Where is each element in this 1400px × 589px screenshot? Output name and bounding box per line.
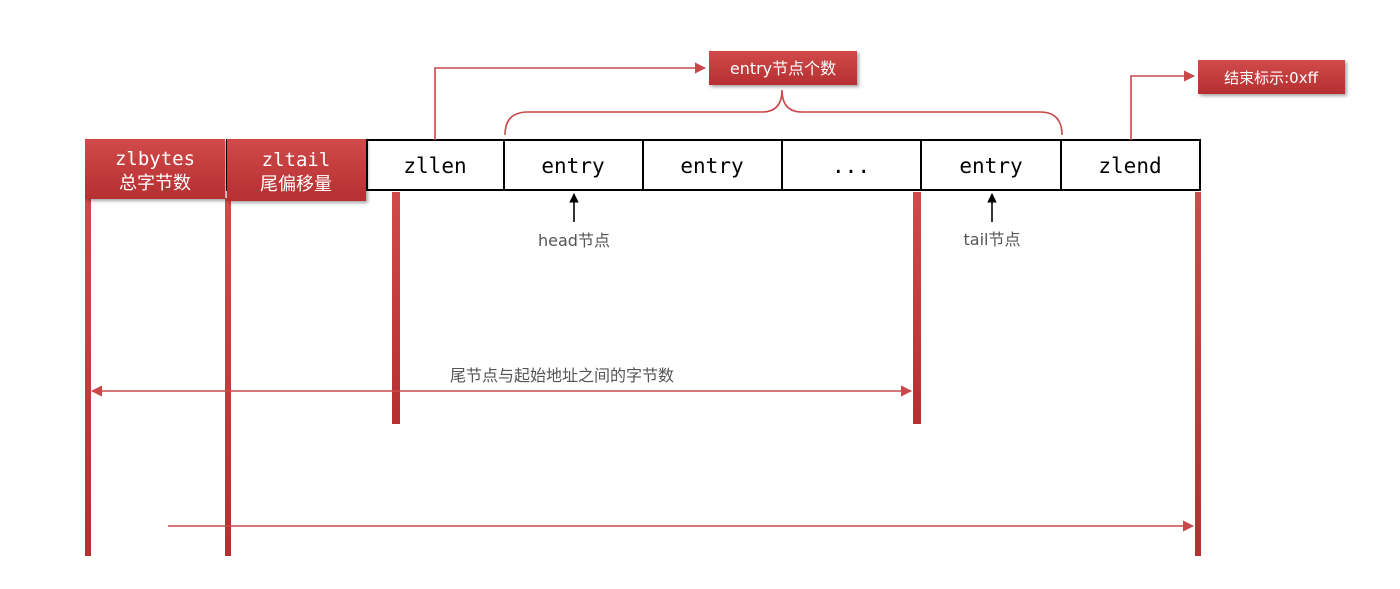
entries-brace bbox=[504, 89, 1063, 136]
cell-entry-head: entry bbox=[541, 154, 604, 178]
cell-zlend: zlend bbox=[1098, 154, 1161, 178]
cell-zltail-sublabel: 尾偏移量 bbox=[260, 174, 332, 195]
cell-zlbytes-bg bbox=[85, 139, 225, 199]
marker-line-zlbytes bbox=[85, 198, 91, 556]
head-label: head节点 bbox=[538, 231, 610, 250]
tail-label: tail节点 bbox=[964, 230, 1021, 249]
cell-entry: entry bbox=[680, 154, 743, 178]
cell-zlbytes-sublabel: 总字节数 bbox=[119, 173, 191, 194]
cell-zltail-bg bbox=[227, 139, 366, 201]
ziplist-box-outline bbox=[226, 139, 1201, 191]
cell-zlbytes: zlbytes 总字节数 bbox=[85, 139, 225, 199]
entry-count-callout: entry节点个数 bbox=[709, 51, 857, 85]
marker-line-zlend bbox=[1195, 192, 1201, 556]
marker-line-zltail bbox=[225, 198, 231, 556]
end-marker-callout-bg bbox=[1198, 60, 1345, 94]
zllen-connector bbox=[434, 62, 707, 140]
cell-ellipsis: ... bbox=[832, 154, 870, 178]
entry-count-callout-text: entry节点个数 bbox=[730, 59, 836, 78]
cell-zltail-label: zltail bbox=[262, 149, 331, 171]
tail-offset-label: 尾节点与起始地址之间的字节数 bbox=[450, 366, 674, 385]
entry-count-callout-bg bbox=[709, 51, 857, 85]
cell-zllen: zllen bbox=[403, 154, 466, 178]
ziplist-row: zllen entry entry ... entry zlend bbox=[226, 139, 1201, 191]
end-marker-callout-text: 结束标示:0xff bbox=[1224, 69, 1318, 87]
marker-line-tail bbox=[913, 192, 921, 424]
marker-line-zllen bbox=[392, 192, 400, 424]
cell-entry-tail: entry bbox=[959, 154, 1022, 178]
zlend-connector bbox=[1130, 70, 1196, 140]
end-marker-callout: 结束标示:0xff bbox=[1198, 60, 1345, 94]
cell-zlbytes-label: zlbytes bbox=[115, 148, 195, 170]
cell-zltail: zltail 尾偏移量 bbox=[227, 139, 366, 201]
